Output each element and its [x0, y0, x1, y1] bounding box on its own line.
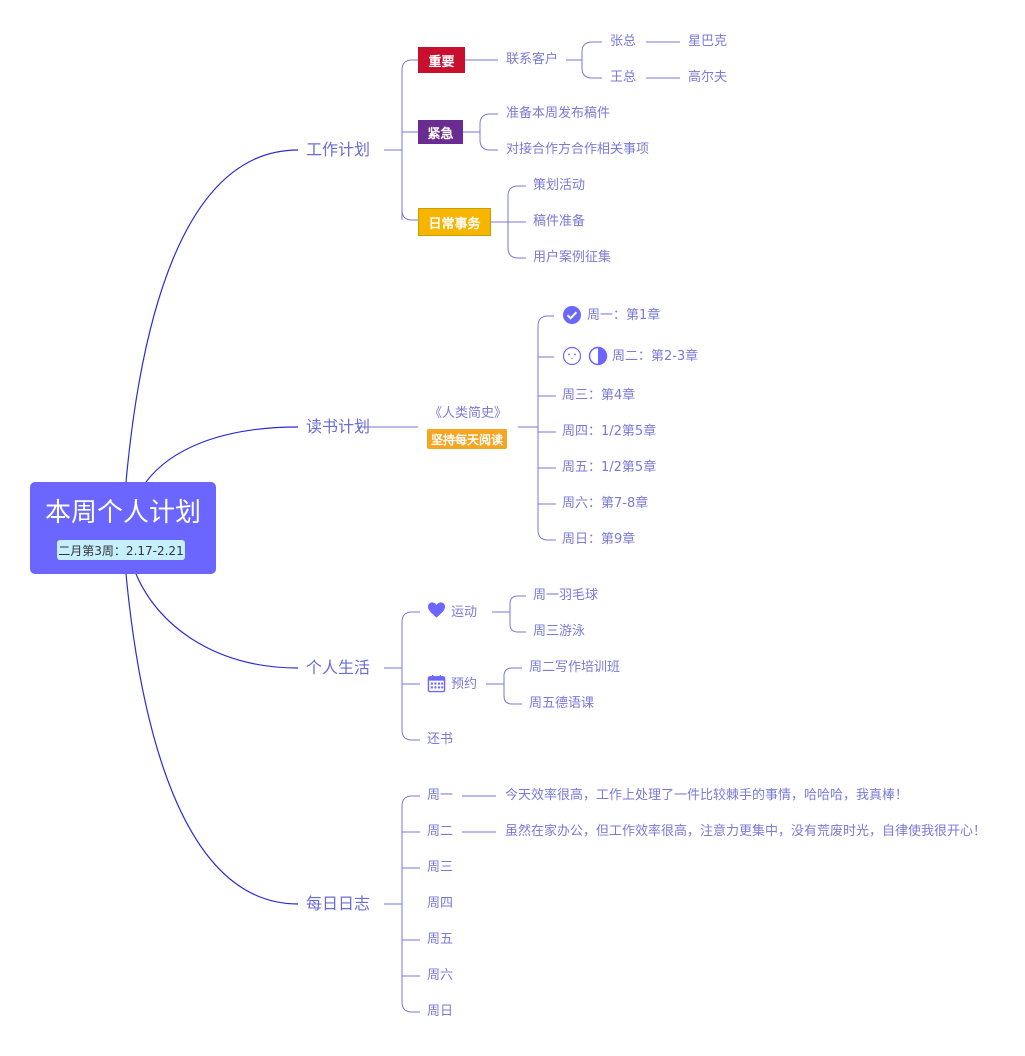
node-reading-sun[interactable]: 周日：第9章	[562, 532, 636, 547]
branch-daily-diary[interactable]: 每日日志	[306, 894, 371, 913]
node-diary-thu[interactable]: 周四	[427, 896, 454, 911]
node-booking-1[interactable]: 周二写作培训班	[529, 660, 621, 675]
node-sport-1[interactable]: 周一羽毛球	[533, 588, 599, 603]
branch-work-plan[interactable]: 工作计划	[306, 140, 371, 159]
smiley-icon	[562, 346, 582, 366]
node-sport[interactable]: 运动	[451, 605, 478, 620]
node-booking-2[interactable]: 周五德语课	[529, 696, 595, 711]
badge-daily-reading: 坚持每天阅读	[427, 429, 507, 449]
node-reading-wed[interactable]: 周三：第4章	[562, 388, 636, 403]
node-reading-sat[interactable]: 周六：第7-8章	[562, 496, 649, 511]
node-return-book[interactable]: 还书	[427, 732, 454, 747]
node-daily-2[interactable]: 稿件准备	[533, 214, 586, 229]
central-title: 本周个人计划	[44, 498, 201, 528]
half-progress-icon	[588, 346, 608, 366]
check-circle-icon	[563, 306, 581, 324]
node-urgent-1[interactable]: 准备本周发布稿件	[506, 106, 611, 121]
node-diary-mon[interactable]: 周一	[427, 788, 454, 803]
node-zhang[interactable]: 张总	[610, 34, 637, 49]
central-subtitle: 二月第3周：2.17-2.21	[57, 540, 185, 560]
node-sport-2[interactable]: 周三游泳	[533, 624, 586, 639]
calendar-icon	[427, 674, 446, 693]
node-diary-note-tue[interactable]: 虽然在家办公，但工作效率很高，注意力更集中，没有荒废时光，自律使我很开心！	[505, 824, 987, 839]
node-diary-sun[interactable]: 周日	[427, 1004, 454, 1019]
branch-personal-life[interactable]: 个人生活	[306, 658, 371, 677]
node-wang[interactable]: 王总	[610, 70, 637, 85]
node-diary-sat[interactable]: 周六	[427, 968, 454, 983]
node-starbucks[interactable]: 星巴克	[688, 34, 728, 49]
node-reading-tue[interactable]: 周二：第2-3章	[612, 349, 699, 364]
node-daily-3[interactable]: 用户案例征集	[533, 250, 612, 265]
node-diary-note-mon[interactable]: 今天效率很高，工作上处理了一件比较棘手的事情，哈哈哈，我真棒！	[505, 788, 909, 803]
node-urgent-2[interactable]: 对接合作方合作相关事项	[506, 142, 650, 157]
node-book-title[interactable]: 《人类简史》	[429, 406, 508, 421]
node-daily-1[interactable]: 策划活动	[533, 178, 586, 193]
central-topic[interactable]: 本周个人计划	[30, 482, 216, 574]
node-booking[interactable]: 预约	[451, 677, 478, 692]
node-diary-tue[interactable]: 周二	[427, 824, 454, 839]
node-diary-wed[interactable]: 周三	[427, 860, 454, 875]
branch-reading-plan[interactable]: 读书计划	[306, 417, 371, 436]
node-reading-fri[interactable]: 周五：1/2第5章	[562, 460, 657, 475]
heart-icon	[427, 602, 446, 618]
node-golf[interactable]: 高尔夫	[688, 70, 728, 85]
tag-daily[interactable]: 日常事务	[418, 208, 491, 236]
tag-urgent[interactable]: 紧急	[418, 120, 463, 144]
node-reading-thu[interactable]: 周四：1/2第5章	[562, 424, 657, 439]
node-contact-client[interactable]: 联系客户	[506, 52, 559, 67]
node-reading-mon[interactable]: 周一：第1章	[587, 308, 661, 323]
tag-important[interactable]: 重要	[418, 47, 465, 73]
node-diary-fri[interactable]: 周五	[427, 932, 454, 947]
